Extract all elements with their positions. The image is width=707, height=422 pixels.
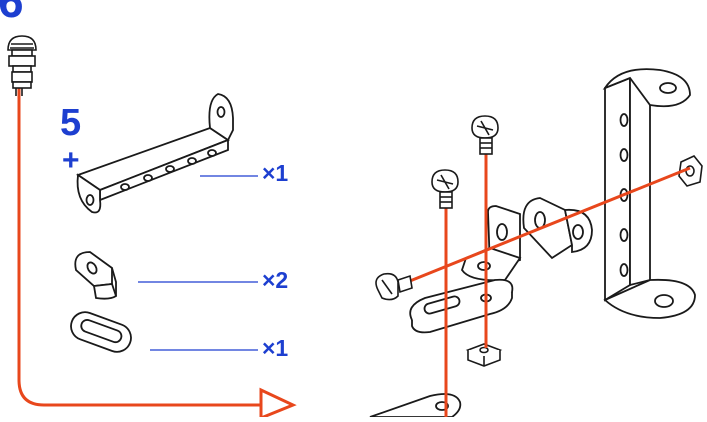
quantity-label-flat-bracket: ×1 <box>262 162 288 185</box>
slotted-strip-assembly <box>410 280 512 333</box>
screw-upper-right <box>472 116 498 154</box>
step-number: 5 <box>60 104 81 142</box>
quantity-label-angle-bracket: ×2 <box>262 269 288 292</box>
previous-step-number: 6 <box>0 0 24 24</box>
quantity-label-slotted-strip: ×1 <box>262 337 288 360</box>
part-angle-bracket <box>75 252 116 299</box>
tall-bracket <box>605 69 695 318</box>
screw-left <box>376 274 412 300</box>
angle-bracket-assembly-right <box>523 198 592 258</box>
step-plus-sign: + <box>62 146 80 176</box>
arrow-head-icon <box>261 390 293 417</box>
screw-upper-center <box>432 170 458 208</box>
square-nut <box>468 344 500 366</box>
angle-bracket-assembly-center <box>462 206 520 280</box>
bolt-icon-top-left <box>8 36 36 96</box>
exploded-assembly <box>370 69 702 417</box>
part-flat-bracket-strip <box>78 94 233 213</box>
part-slotted-strip <box>67 308 135 356</box>
